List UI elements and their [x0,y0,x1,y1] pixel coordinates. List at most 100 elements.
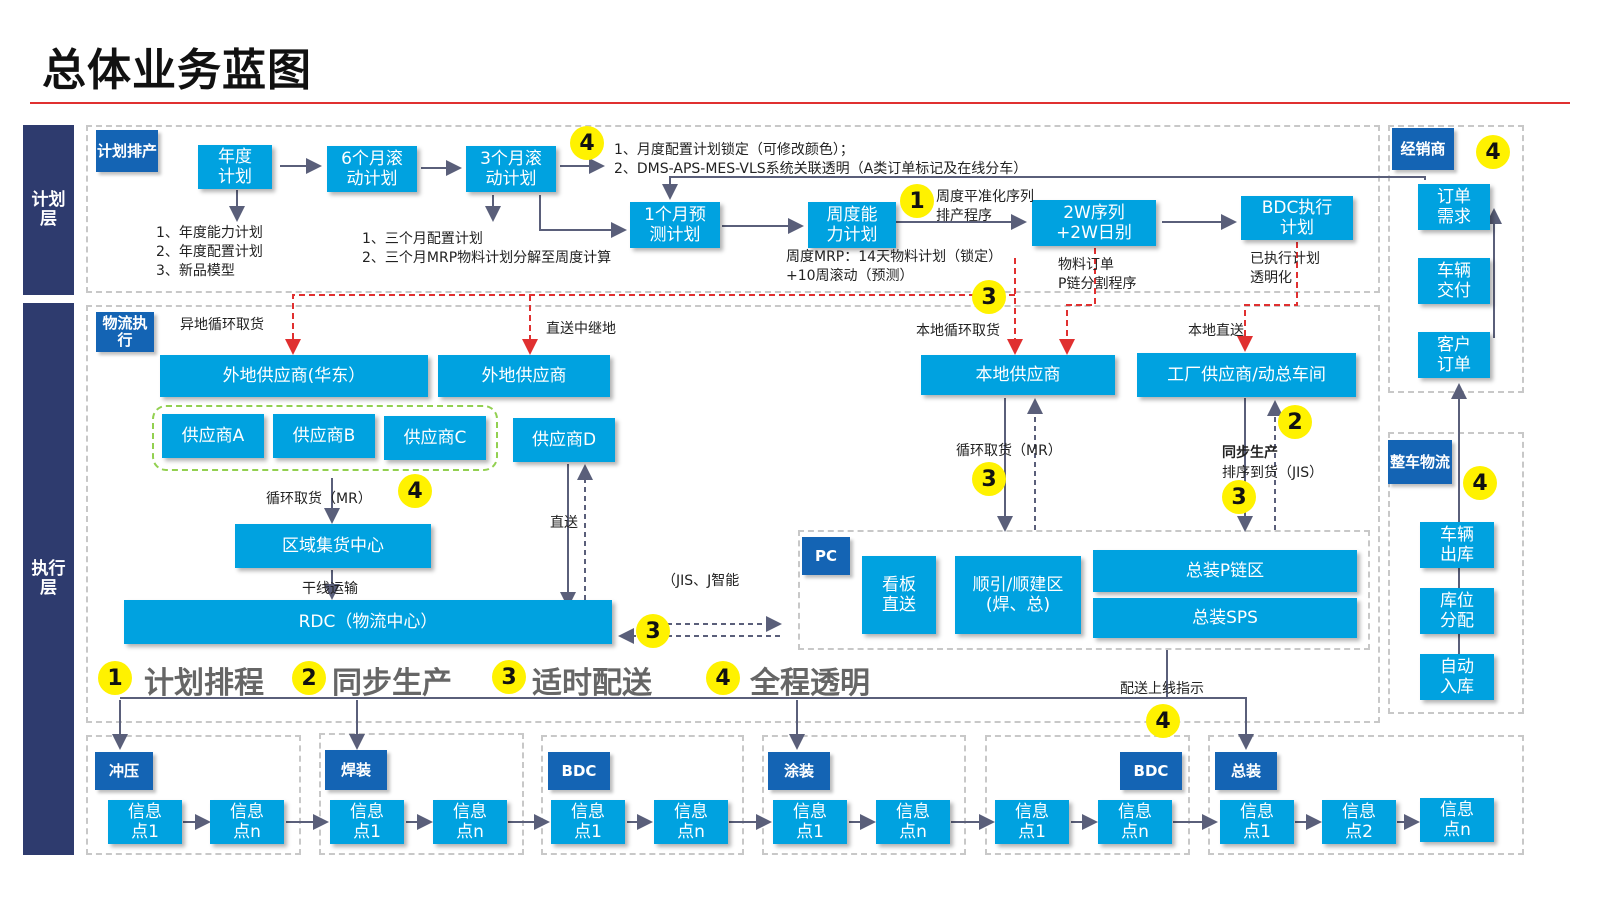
logistics-area [86,305,1380,723]
remote-supplier-east-box: 外地供应商(华东） [160,355,428,397]
slot-allocation-box: 库位分配 [1420,588,1494,634]
section-bdc1: BDC [548,752,610,790]
section-stamping: 冲压 [95,752,153,790]
two-week-sequence-box: 2W序列+2W日别 [1032,200,1156,246]
top-notes: 1、月度配置计划锁定（可修改颜色）；2、DMS-APS-MES-VLS系统关联透… [614,142,1028,177]
page-title: 总体业务蓝图 [42,45,312,96]
badge-4-vehicle: 4 [1463,466,1497,500]
remote-supplier-box: 外地供应商 [438,355,610,397]
info-point-n: 信息点n [1420,798,1494,842]
regional-hub-box: 区域集货中心 [235,524,431,568]
badge-1-weekly: 1 [900,184,934,218]
sequence-area-box: 顺引/顺建区(焊、总) [955,556,1081,634]
section-plan: 计划排产 [96,130,158,172]
supplier-b-box: 供应商B [273,414,375,458]
legend-badge-4: 4 [706,661,740,695]
section-logistics: 物流执行 [96,312,154,352]
section-bdc2: BDC [1120,752,1182,790]
sync-title-label: 同步生产 [1222,445,1278,461]
supplier-d-box: 供应商D [513,418,615,462]
direct-relay-label: 直送中继地 [546,321,616,337]
vehicle-delivery-box: 车辆交付 [1418,258,1490,304]
legend-badge-2: 2 [292,661,326,695]
info-point-1: 信息点1 [551,800,625,844]
badge-3-plan: 3 [972,280,1006,314]
section-dealer: 经销商 [1392,128,1454,170]
rdc-box: RDC（物流中心） [124,600,612,644]
pc-area [798,530,1370,650]
badge-4-top: 4 [570,126,604,160]
info-point-1: 信息点1 [1220,800,1294,844]
jit-label: （JIS、J智能 [662,573,740,589]
legend-text-2: 同步生产 [332,666,452,701]
vehicle-out-box: 车辆出库 [1420,522,1494,568]
info-point-1: 信息点1 [773,800,847,844]
weekly-seq-note: 周度平准化序列排产程序 [936,189,1034,224]
bdc2-area [985,735,1190,855]
legend-badge-3: 3 [492,660,526,694]
direct-label: 直送 [550,515,578,531]
assembly-sps-box: 总装SPS [1093,598,1357,638]
local-loop-label: 本地循环取货 [916,323,1000,339]
sync-sub-label: 排序到货（JIS） [1222,465,1324,481]
info-point-n: 信息点n [433,800,507,844]
badge-3-rdc: 3 [636,614,670,648]
assembly-area [1208,735,1524,855]
info-point-n: 信息点n [876,800,950,844]
remote-loop-label: 异地循环取货 [180,317,264,333]
section-vehicle: 整车物流 [1388,440,1452,484]
badge-4-suppliers: 4 [398,474,432,508]
customer-order-box: 客户订单 [1418,332,1490,378]
three-month-plan-box: 3个月滚动计划 [466,146,556,192]
badge-2-sync: 2 [1278,405,1312,439]
legend-text-1: 计划排程 [144,666,264,701]
bdc1-area [541,735,744,855]
assembly-pchain-box: 总装P链区 [1093,550,1357,592]
six-month-plan-box: 6个月滚动计划 [327,146,417,192]
order-demand-box: 订单需求 [1418,184,1490,230]
info-point-n: 信息点n [210,800,284,844]
title-divider [30,102,1570,104]
info-point-n: 信息点n [654,800,728,844]
section-assembly: 总装 [1215,752,1277,790]
info-point-2: 信息点2 [1322,800,1396,844]
supplier-group [152,405,498,471]
annual-plan-box: 年度计划 [198,145,272,189]
supplier-c-box: 供应商C [384,416,486,460]
legend-badge-1: 1 [98,661,132,695]
executed-plan-note: 已执行计划透明化 [1250,251,1320,286]
one-month-plan-box: 1个月预测计划 [630,202,720,248]
mr-label-remote: 循环取货（MR） [266,491,372,507]
legend-text-3: 适时配送 [532,666,652,701]
welding-area [319,733,524,855]
info-point-n: 信息点n [1098,800,1172,844]
badge-3-mr: 3 [972,462,1006,496]
info-point-1: 信息点1 [995,800,1069,844]
section-pc: PC [802,537,850,575]
info-point-1: 信息点1 [108,800,182,844]
auto-inbound-box: 自动入库 [1420,654,1494,700]
legend-text-4: 全程透明 [750,666,870,701]
local-supplier-box: 本地供应商 [921,355,1115,395]
line-indication-label: 配送上线指示 [1120,681,1204,697]
badge-4-line: 4 [1146,704,1180,738]
exec-layer-label: 执行层 [23,303,74,855]
kanban-direct-box: 看板直送 [862,556,936,634]
factory-supplier-box: 工厂供应商/动总车间 [1137,353,1356,397]
plan-layer-label: 计划层 [23,125,74,295]
mrp-note: 周度MRP：14天物料计划（锁定）+10周滚动（预测） [786,249,1003,284]
info-point-1: 信息点1 [330,800,404,844]
section-welding: 焊装 [325,750,387,790]
bdc-exec-plan-box: BDC执行计划 [1241,196,1353,240]
supplier-a-box: 供应商A [162,414,264,458]
vehicle-area [1388,432,1524,714]
trunk-label: 干线运输 [302,581,358,597]
plan-area [86,125,1380,293]
section-painting: 涂装 [768,752,830,790]
mr-label-local: 循环取货（MR） [956,443,1062,459]
weekly-capacity-box: 周度能力计划 [808,202,896,248]
stamping-area [86,735,301,855]
